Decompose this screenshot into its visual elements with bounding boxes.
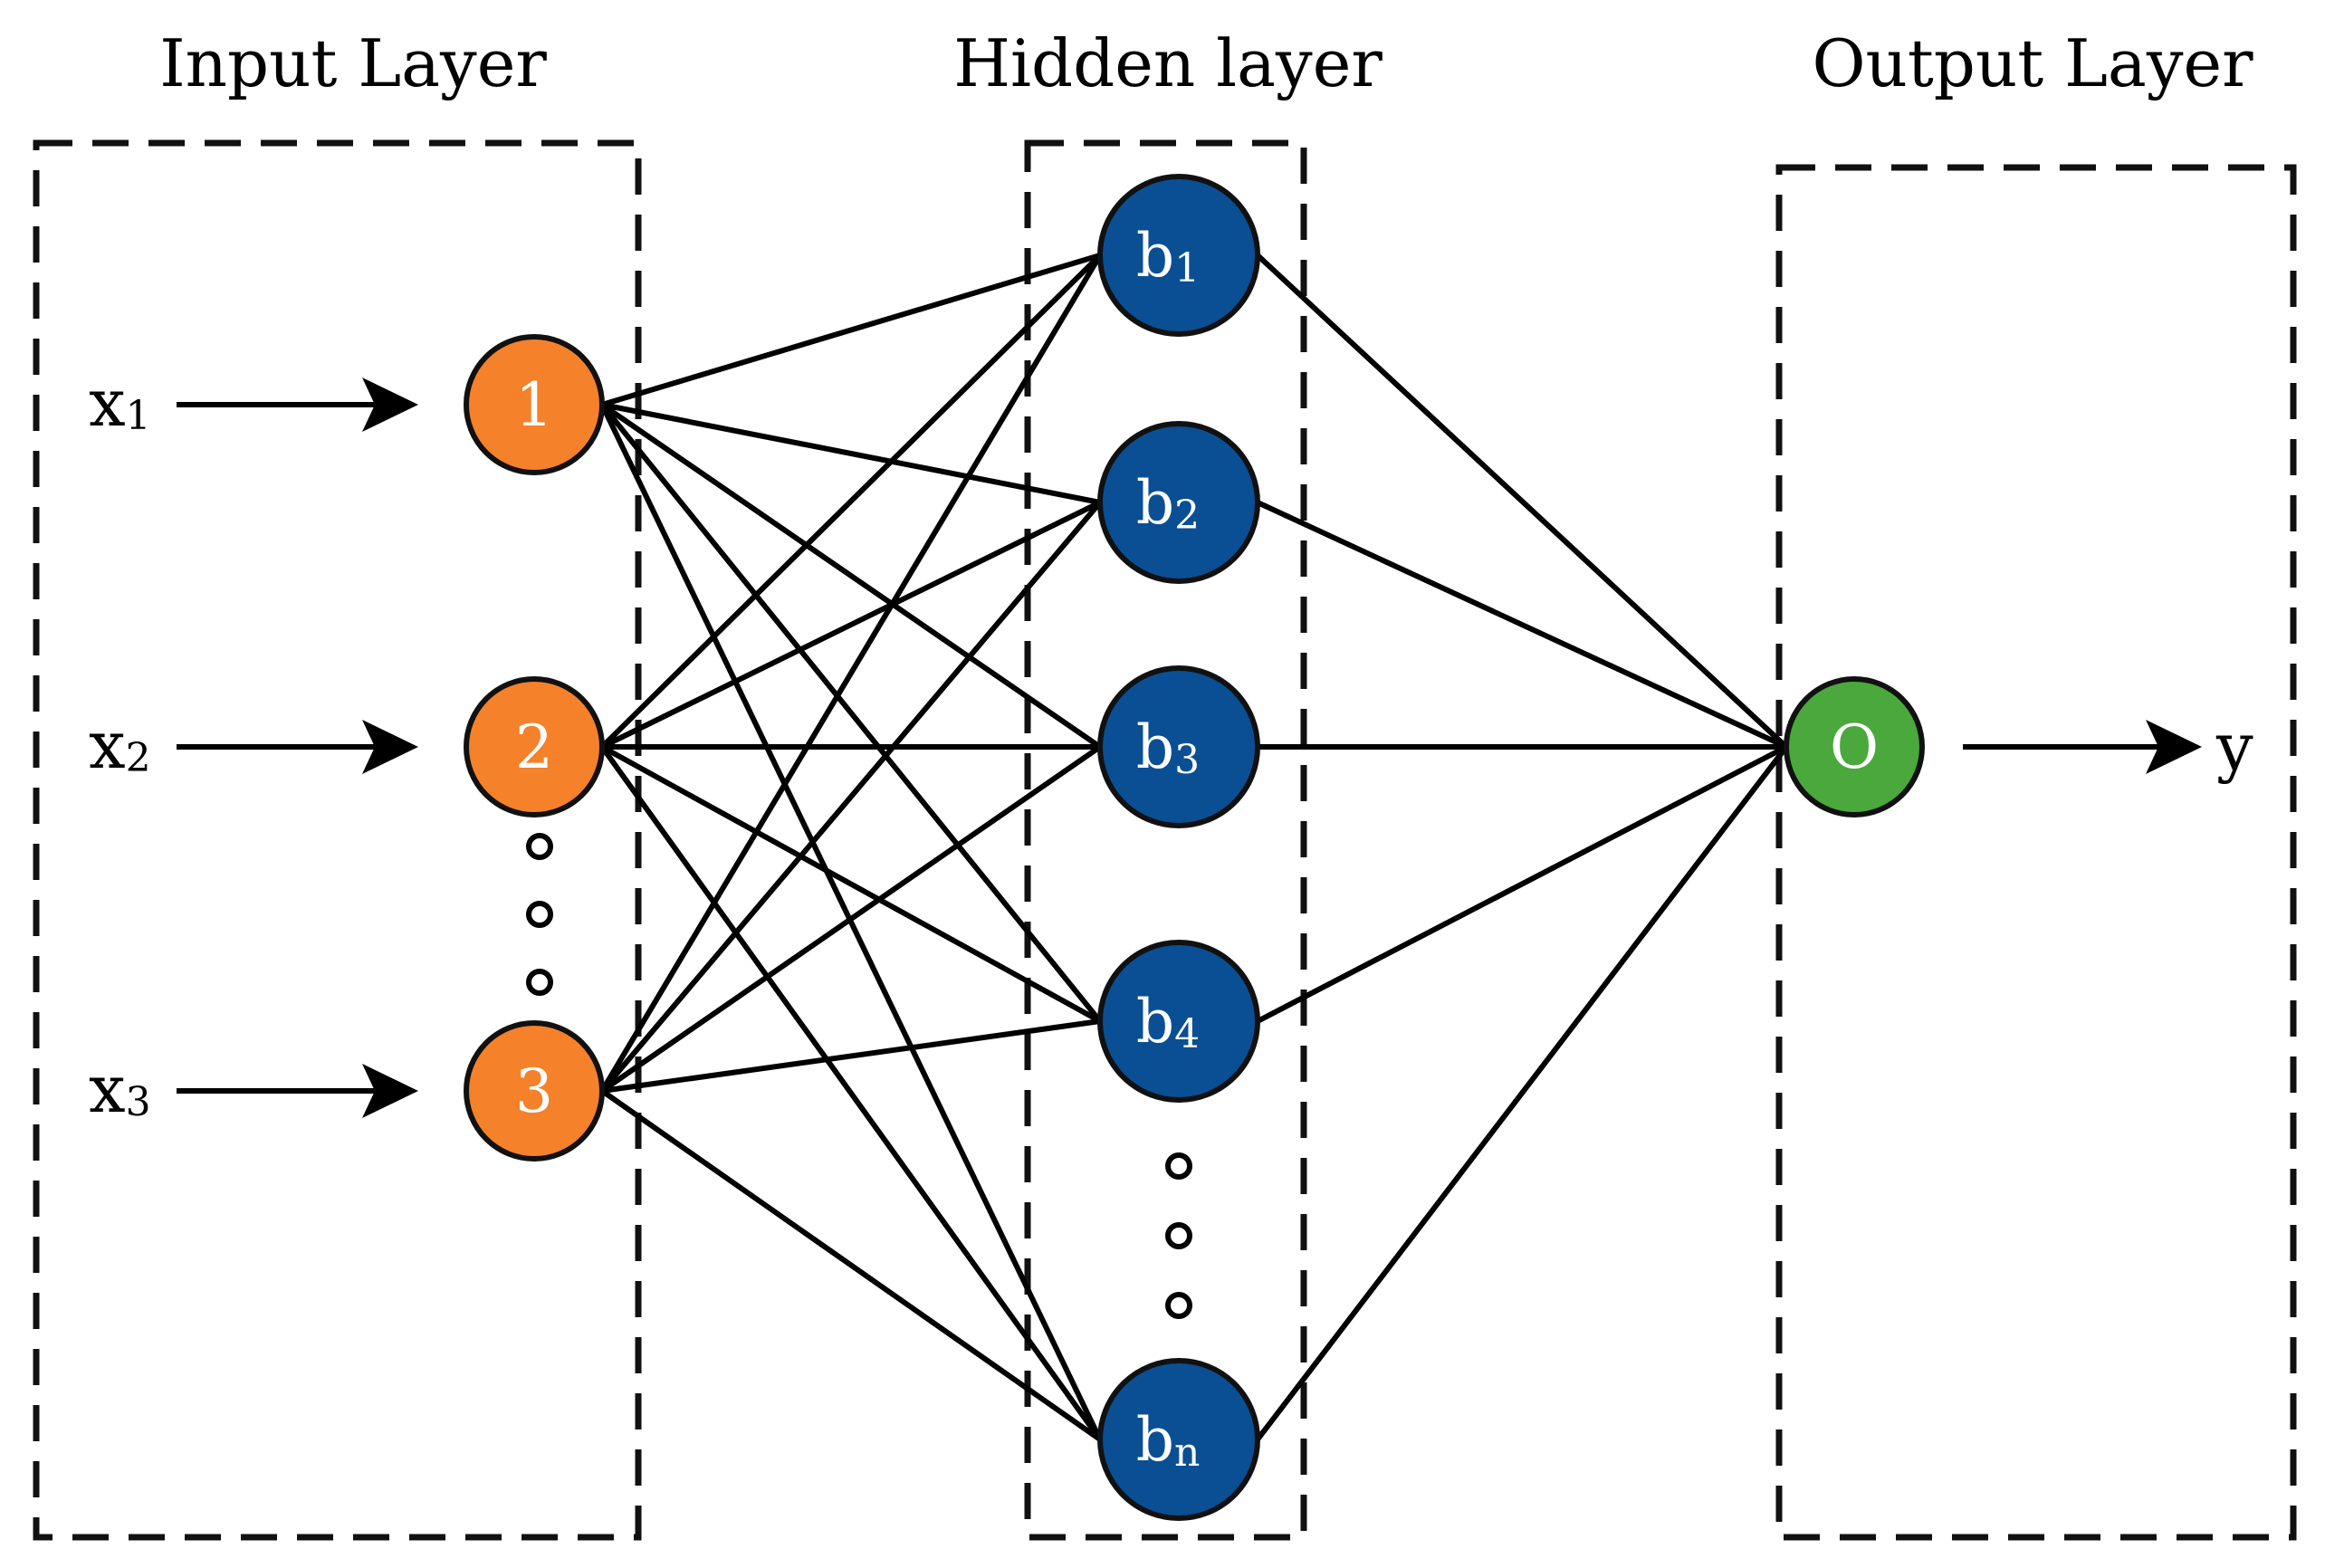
input-var: x [89,707,126,783]
ellipsis-dot [526,833,553,860]
input-var: x [89,365,126,441]
arrow-head [362,1064,418,1118]
input-label-x3: x3 [89,1051,151,1127]
hidden-layer-title: Hidden layer [953,25,1383,101]
edge-input-1-to-hidden-3 [600,402,1102,750]
hidden-node-bn: bn [1097,1358,1260,1521]
hidden-node-circle [1097,421,1260,584]
hidden-node-label: b2 [1136,468,1200,539]
arrow-head [2146,720,2202,774]
input-node-label: 1 [515,370,553,440]
arrow-head [362,378,418,432]
hidden-node-b4: b4 [1097,940,1260,1103]
ellipsis-dot [526,901,553,928]
hidden-node-label: bn [1136,1405,1201,1476]
output-node-circle [1784,676,1925,817]
hidden-node-circle [1097,1358,1260,1521]
edge-input-2-to-hidden-1 [599,253,1103,750]
hidden-node-var: b [1136,221,1174,291]
ellipsis-dot [1165,1152,1192,1180]
edge-input-3-to-hidden-5 [600,1088,1102,1442]
input-sub: 2 [126,735,151,781]
hidden-node-var: b [1136,468,1174,538]
hidden-node-label: b3 [1136,712,1200,783]
hidden-ellipsis [1165,1152,1192,1319]
arrows [177,378,2202,1118]
hidden-node-sub: n [1174,1429,1200,1476]
arrow-input-1 [177,378,418,432]
input-var: x [89,1051,126,1127]
edge-hidden-2-to-output [1256,500,1788,750]
ellipsis-dot [1165,1292,1192,1319]
input-sub: 1 [126,393,151,439]
hidden-node-sub: 1 [1174,245,1200,292]
hidden-node-circle [1097,665,1260,828]
ellipsis-dot [526,969,553,996]
ellipsis-dot [1165,1222,1192,1249]
hidden-node-b2: b2 [1097,421,1260,584]
input-node-label: 3 [515,1056,553,1126]
output-node: O [1784,676,1925,817]
input-node-2: 2 [464,676,605,817]
hidden-node-b1: b1 [1097,174,1260,337]
edge-input-1-to-hidden-4 [599,403,1103,1023]
hidden-layer-box [1024,139,1307,1541]
edge-hidden-5-to-output [1255,745,1789,1441]
hidden-node-sub: 2 [1174,492,1200,539]
input-layer-box [33,139,642,1541]
edge-input-3-to-hidden-3 [600,744,1102,1094]
edge-input-3-to-hidden-2 [599,501,1103,1093]
arrow-input-3 [177,1064,418,1118]
hidden-node-var: b [1136,987,1174,1056]
input-ellipsis [526,833,553,996]
input-node-circle [464,1020,605,1162]
edge-hidden-1-to-output [1255,253,1789,750]
arrow-input-2 [177,720,418,774]
hidden-node-sub: 4 [1174,1011,1200,1057]
output-layer-title: Output Layer [1812,25,2253,101]
hidden-node-label: b4 [1136,987,1200,1057]
hidden-node-var: b [1136,712,1174,782]
edge-input-1-to-hidden-2 [601,402,1101,505]
input-layer-title: Input Layer [159,25,547,101]
edge-input-2-to-hidden-5 [599,745,1103,1441]
input-node-3: 3 [464,1020,605,1162]
input-node-1: 1 [464,334,605,475]
input-label-x2: x2 [89,707,151,783]
output-label-y: y [2215,709,2253,785]
connection-lines [599,253,1789,1442]
hidden-node-circle [1097,940,1260,1103]
edge-input-3-to-hidden-4 [601,1018,1101,1094]
hidden-node-var: b [1136,1405,1174,1475]
input-sub: 3 [126,1079,151,1125]
edge-input-2-to-hidden-4 [600,744,1102,1024]
input-node-circle [464,334,605,475]
hidden-node-circle [1097,174,1260,337]
hidden-node-sub: 3 [1174,737,1200,783]
arrow-head [362,720,418,774]
input-node-circle [464,676,605,817]
edge-input-3-to-hidden-1 [599,253,1103,1093]
edge-input-1-to-hidden-1 [601,253,1101,407]
input-node-label: 2 [515,712,553,782]
edge-hidden-4-to-output [1256,744,1788,1024]
hidden-node-label: b1 [1136,221,1200,292]
arrow-output [1963,720,2202,774]
output-layer-box [1775,164,2297,1541]
hidden-node-b3: b3 [1097,665,1260,828]
input-label-x1: x1 [89,365,151,441]
output-node-label: O [1830,712,1879,782]
edge-input-2-to-hidden-2 [600,500,1102,750]
